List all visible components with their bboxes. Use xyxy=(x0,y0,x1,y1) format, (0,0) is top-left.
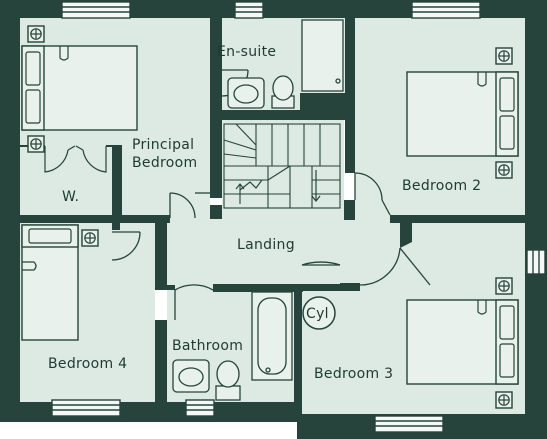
bed-bedroom-3 xyxy=(406,299,519,385)
label-cylinder: Cyl xyxy=(306,306,329,322)
staircase xyxy=(223,123,341,209)
outer-wall-left-upper xyxy=(0,0,20,222)
label-bathroom: Bathroom xyxy=(172,338,243,354)
label-landing: Landing xyxy=(237,237,295,253)
door-bedroom-3 xyxy=(359,247,431,286)
label-principal-line2: Bedroom xyxy=(132,155,197,171)
bathroom-basin xyxy=(172,359,210,393)
shower-drain-icon xyxy=(335,78,341,84)
window-ensuite-top xyxy=(234,1,264,19)
en-suite-fixtures xyxy=(227,19,344,109)
label-principal-line1: Principal xyxy=(132,137,194,153)
wall-bedroom2-left xyxy=(345,18,355,173)
label-bedroom-3: Bedroom 3 xyxy=(314,366,393,382)
bathroom-fixtures xyxy=(172,291,293,401)
wall-bedroom2-left-lower xyxy=(344,200,355,220)
outer-wall-right xyxy=(525,0,547,420)
wall-bedroom4-right-lower xyxy=(155,320,167,415)
label-bedroom-2: Bedroom 2 xyxy=(402,178,481,194)
door-principal xyxy=(169,192,210,219)
label-bedroom-4: Bedroom 4 xyxy=(48,356,127,372)
windows xyxy=(51,1,546,433)
door-cylinder xyxy=(301,261,341,266)
bathroom-toilet xyxy=(216,360,240,388)
bath-tub-inner xyxy=(257,297,287,375)
wall-principal-bottom xyxy=(20,215,170,223)
bath-drain-icon xyxy=(265,367,271,373)
doors xyxy=(111,69,431,320)
window-bedroom4-bottom xyxy=(51,399,121,417)
wall-bedroom3-corner xyxy=(400,222,412,248)
stairwell-floor xyxy=(222,120,344,215)
window-principal-top xyxy=(61,1,131,19)
wall-wardrobe-right xyxy=(112,146,122,218)
wall-cylinder-bottom xyxy=(300,284,340,291)
wardrobe-doors xyxy=(44,145,107,173)
bed-bedroom-2 xyxy=(406,71,519,157)
label-en-suite: En-suite xyxy=(217,44,276,60)
outer-wall-top-left xyxy=(0,0,355,18)
wall-principal-ensuite xyxy=(210,18,222,128)
electrical-socket-icon xyxy=(27,25,45,43)
bed-bedroom-4 xyxy=(21,224,79,341)
cylinder-icon xyxy=(302,296,336,330)
wall-bath-top-left xyxy=(167,285,175,290)
outer-wall-bottom-left xyxy=(0,402,300,422)
wall-shower-bottom xyxy=(300,93,355,110)
wall-bathroom-top xyxy=(213,284,303,292)
en-suite-toilet xyxy=(272,75,294,101)
window-bathroom-bottom xyxy=(185,399,215,417)
electrical-socket-icon xyxy=(81,229,99,247)
outer-wall-left-lower xyxy=(0,210,20,410)
electrical-socket-icon xyxy=(495,391,513,409)
door-bathroom xyxy=(174,284,214,320)
window-bedroom3-bottom xyxy=(374,415,444,433)
electrical-socket-icon xyxy=(27,135,45,153)
label-wardrobe: W. xyxy=(62,189,79,205)
bed-principal xyxy=(21,45,138,131)
electrical-socket-icon xyxy=(495,47,513,65)
door-bedroom-2 xyxy=(354,172,391,216)
bathroom-cistern xyxy=(215,385,241,401)
electrical-socket-icon xyxy=(495,161,513,179)
window-bedroom3-right xyxy=(526,249,546,275)
wall-principal-stairs xyxy=(210,128,222,198)
bathroom-basin-bowl xyxy=(178,367,204,387)
wall-bedroom4-right-upper xyxy=(155,222,167,290)
wall-landing-nib xyxy=(112,215,120,230)
window-bedroom2-top xyxy=(411,1,481,19)
stair-direction-arrow-icon xyxy=(311,170,321,202)
en-suite-basin-bowl xyxy=(233,84,259,104)
door-bedroom-4 xyxy=(111,231,141,261)
room-labels: Principal Bedroom En-suite W. Bedroom 2 … xyxy=(48,44,481,382)
wall-ensuite-bottom xyxy=(222,110,355,120)
wall-bedroom2-bottom xyxy=(390,215,525,223)
wall-bedroom3-top-mid xyxy=(340,283,360,291)
wall-principal-stairs-end xyxy=(210,205,222,219)
wall-bathroom-right xyxy=(294,284,302,414)
electrical-socket-icon xyxy=(495,277,513,295)
